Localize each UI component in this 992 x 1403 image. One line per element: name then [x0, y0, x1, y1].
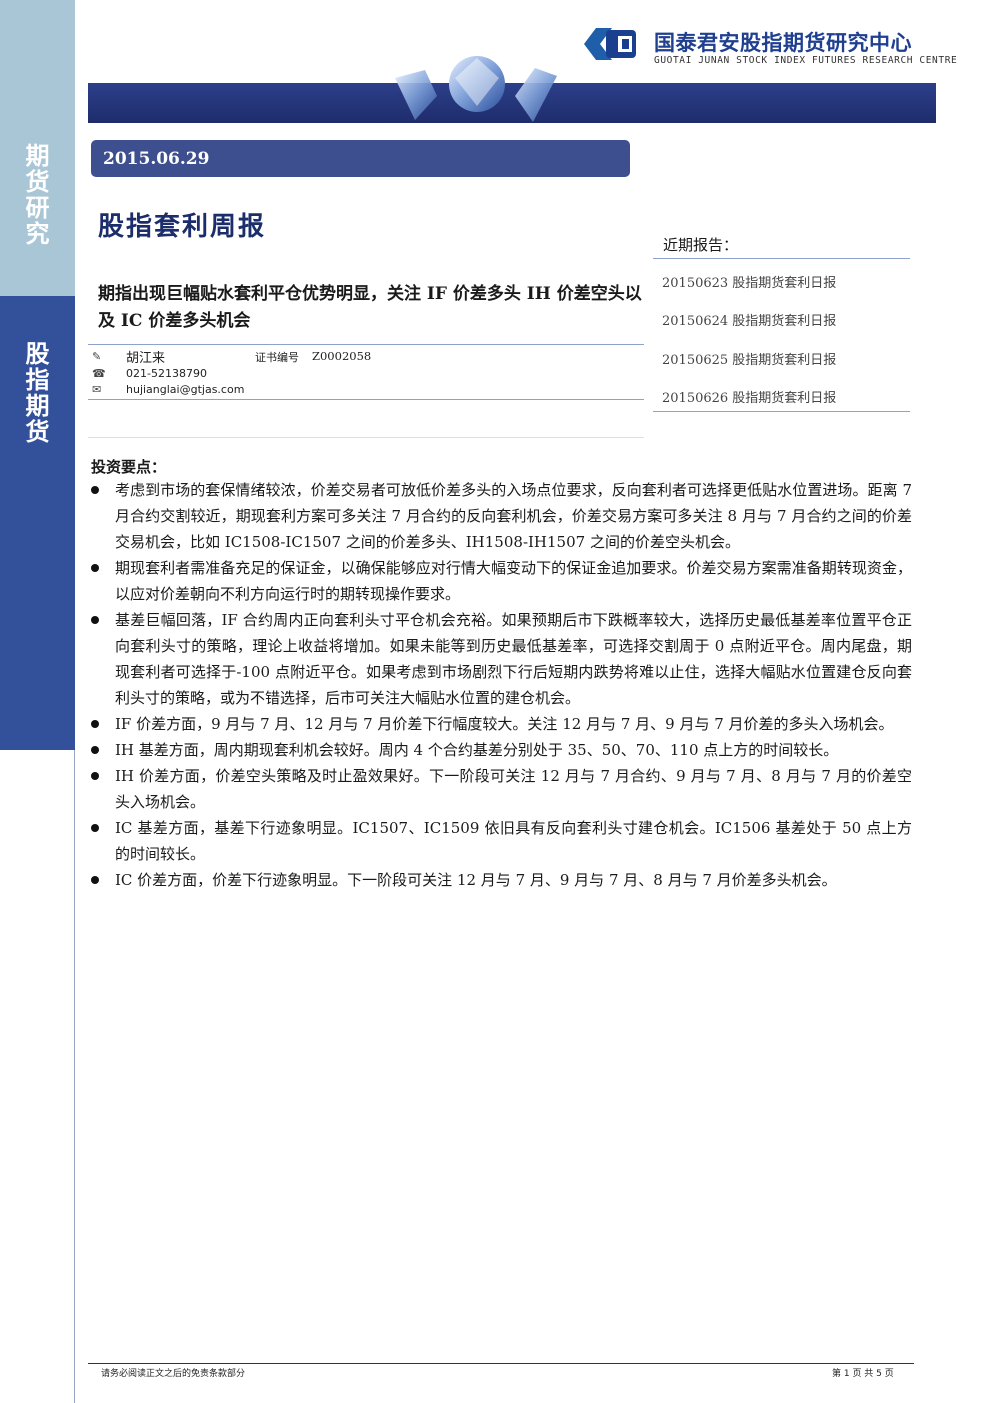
point-text: IF 价差方面，9 月与 7 月、12 月与 7 月价差下行幅度较大。关注 12…	[115, 715, 894, 733]
point-text: IC 基差方面，基差下行迹象明显。IC1507、IC1509 依旧具有反向套利头…	[115, 819, 912, 863]
bullet-icon	[91, 564, 99, 572]
point-item: IH 基差方面，周内期现套利机会较好。周内 4 个合约基差分别处于 35、50、…	[91, 737, 912, 763]
pen-icon: ✎	[92, 350, 102, 363]
sidebar-char: 期	[25, 391, 50, 420]
bullet-icon	[91, 876, 99, 884]
sidebar-char: 期	[25, 141, 50, 170]
point-text: IH 价差方面，价差空头策略及时止盈效果好。下一阶段可关注 12 月与 7 月合…	[115, 767, 912, 811]
footer-divider	[88, 1363, 914, 1364]
bullet-icon	[91, 616, 99, 624]
sidebar-label-index-futures: 股 指 期 货	[0, 341, 75, 445]
section-divider	[88, 437, 644, 438]
recent-report-link[interactable]: 20150626 股指期货套利日报	[662, 391, 837, 406]
sidebar-char: 股	[25, 339, 50, 368]
point-item: IF 价差方面，9 月与 7 月、12 月与 7 月价差下行幅度较大。关注 12…	[91, 711, 912, 737]
company-logo-icon	[584, 28, 636, 60]
author-email[interactable]: hujianglai@gtjas.com	[126, 383, 245, 396]
recent-divider	[653, 258, 910, 259]
recent-report-link[interactable]: 20150623 股指期货套利日报	[662, 276, 837, 291]
phone-icon: ☎	[92, 367, 106, 380]
recent-report-link[interactable]: 20150625 股指期货套利日报	[662, 353, 837, 368]
point-text: 期现套利者需准备充足的保证金，以确保能够应对行情大幅变动下的保证金追加要求。价差…	[115, 559, 912, 603]
point-item: 基差巨幅回落，IF 合约周内正向套利头寸平仓机会充裕。如果预期后市下跌概率较大，…	[91, 607, 912, 711]
author-bottom-divider	[88, 399, 644, 400]
author-name: 胡江来	[126, 351, 166, 366]
point-text: 基差巨幅回落，IF 合约周内正向套利头寸平仓机会充裕。如果预期后市下跌概率较大，…	[115, 611, 912, 707]
bullet-icon	[91, 486, 99, 494]
sidebar-bottom-panel	[0, 296, 75, 750]
point-item: 期现套利者需准备充足的保证金，以确保能够应对行情大幅变动下的保证金追加要求。价差…	[91, 555, 912, 607]
sidebar-label-futures-research: 期 货 研 究	[0, 143, 75, 247]
cert-label: 证书编号	[255, 351, 299, 364]
points-list: 考虑到市场的套保情绪较浓，价差交易者可放低价差多头的入场点位要求，反向套利者可选…	[91, 477, 912, 893]
points-heading: 投资要点：	[91, 458, 167, 476]
point-item: IC 价差方面，价差下行迹象明显。下一阶段可关注 12 月与 7 月、9 月与 …	[91, 867, 912, 893]
point-item: IC 基差方面，基差下行迹象明显。IC1507、IC1509 依旧具有反向套利头…	[91, 815, 912, 867]
recent-report-link[interactable]: 20150624 股指期货套利日报	[662, 314, 837, 329]
mail-icon: ✉	[92, 383, 102, 396]
footer-disclaimer: 请务必阅读正文之后的免责条款部分	[101, 1369, 246, 1379]
diamond-banner-icon	[395, 56, 557, 122]
point-item: IH 价差方面，价差空头策略及时止盈效果好。下一阶段可关注 12 月与 7 月合…	[91, 763, 912, 815]
sidebar-char: 研	[25, 193, 50, 222]
cert-number: Z0002058	[312, 349, 372, 363]
point-text: 考虑到市场的套保情绪较浓，价差交易者可放低价差多头的入场点位要求，反向套利者可选…	[115, 481, 912, 551]
email-row: ✉ hujianglai@gtjas.com	[92, 383, 244, 396]
company-name-en: GUOTAI JUNAN STOCK INDEX FUTURES RESEARC…	[654, 55, 958, 66]
author-row: ✎ 胡江来	[92, 347, 165, 366]
date-bar	[91, 140, 630, 177]
phone-row: ☎ 021-52138790	[92, 367, 207, 380]
sidebar-char: 货	[25, 417, 50, 446]
sidebar-char: 究	[25, 219, 50, 248]
report-subtitle: 期指出现巨幅贴水套利平仓优势明显，关注 IF 价差多头 IH 价差空头以及 IC…	[98, 284, 642, 331]
recent-divider	[653, 411, 910, 412]
author-phone: 021-52138790	[126, 367, 207, 380]
page-number: 第 1 页 共 5 页	[832, 1369, 894, 1379]
bullet-icon	[91, 772, 99, 780]
report-title: 股指套利周报	[98, 212, 267, 242]
point-text: IH 基差方面，周内期现套利机会较好。周内 4 个合约基差分别处于 35、50、…	[115, 741, 839, 759]
sidebar-char: 货	[25, 167, 50, 196]
bullet-icon	[91, 746, 99, 754]
report-date: 2015.06.29	[103, 149, 210, 169]
bullet-icon	[91, 824, 99, 832]
point-item: 考虑到市场的套保情绪较浓，价差交易者可放低价差多头的入场点位要求，反向套利者可选…	[91, 477, 912, 555]
recent-reports-title: 近期报告：	[663, 236, 739, 254]
point-text: IC 价差方面，价差下行迹象明显。下一阶段可关注 12 月与 7 月、9 月与 …	[115, 871, 837, 889]
company-name-cn: 国泰君安股指期货研究中心	[654, 31, 912, 55]
sidebar-top-panel	[0, 0, 75, 296]
sidebar-char: 指	[25, 365, 50, 394]
sidebar-divider	[74, 750, 75, 1403]
bullet-icon	[91, 720, 99, 728]
header-banner	[88, 83, 936, 123]
author-top-divider	[88, 344, 644, 345]
